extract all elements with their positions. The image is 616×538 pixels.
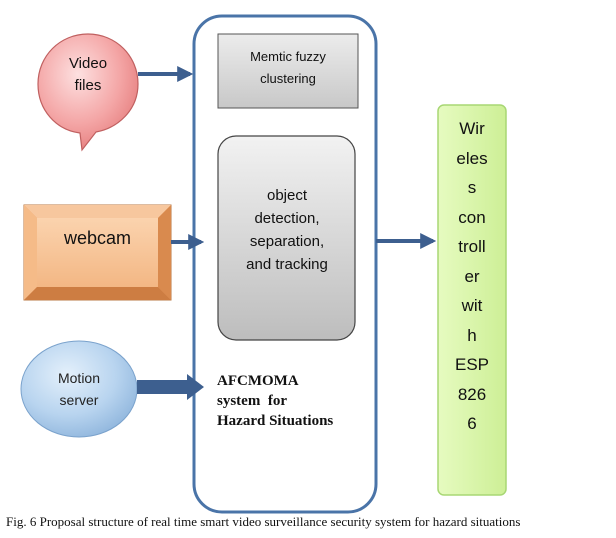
wireless-line-10: 826	[457, 384, 487, 404]
wireless-line-7: wit	[461, 296, 483, 315]
motion-server-line-1: Motion	[57, 370, 101, 386]
detection-line-2: detection,	[254, 210, 320, 227]
arrow-motion-to-system	[137, 374, 204, 400]
detection-line-3: separation,	[249, 233, 325, 250]
detection-box	[217, 135, 356, 341]
wireless-line-5: troll	[458, 237, 486, 256]
fuzzy-line-1: Memtic fuzzy	[250, 49, 326, 64]
fuzzy-clustering-label: Memtic fuzzy clustering	[218, 40, 358, 96]
wireless-controller-box	[437, 104, 507, 496]
motion-server-line-2: server	[59, 392, 99, 408]
video-files-line-2: files	[74, 77, 102, 94]
fuzzy-line-2: clustering	[260, 71, 316, 86]
wireless-line-3: s	[467, 178, 477, 197]
system-title-line-2: system for	[217, 393, 287, 409]
wireless-line-11: 6	[467, 414, 477, 433]
wireless-line-1: Wir	[459, 119, 485, 138]
wireless-controller-label: Wir eles s con troll er wit h ESP 826 6	[438, 114, 506, 444]
wireless-line-4: con	[458, 207, 486, 227]
wireless-line-6: er	[464, 266, 480, 286]
detection-label: object detection, separation, and tracki…	[220, 180, 354, 280]
wireless-line-8: h	[467, 325, 477, 345]
detection-line-1: object	[266, 187, 308, 204]
fuzzy-clustering-box	[217, 33, 359, 109]
wireless-line-9: ESP	[454, 355, 490, 374]
figure-caption: Fig. 6 Proposal structure of real time s…	[6, 514, 521, 529]
video-files-label: Video files	[46, 46, 130, 104]
video-files-line-1: Video	[68, 55, 108, 72]
detection-line-4: and tracking	[246, 256, 328, 273]
system-title-line-1: AFCMOMA	[217, 373, 299, 389]
motion-server-label: Motion server	[30, 362, 128, 416]
system-title-label: AFCMOMA system for Hazard Situations	[217, 371, 372, 435]
video-files-bubble	[37, 33, 139, 152]
wireless-line-2: eles	[456, 148, 488, 168]
webcam-box	[23, 204, 172, 301]
system-title-line-3: Hazard Situations	[217, 413, 334, 429]
webcam-label: webcam	[63, 227, 132, 248]
